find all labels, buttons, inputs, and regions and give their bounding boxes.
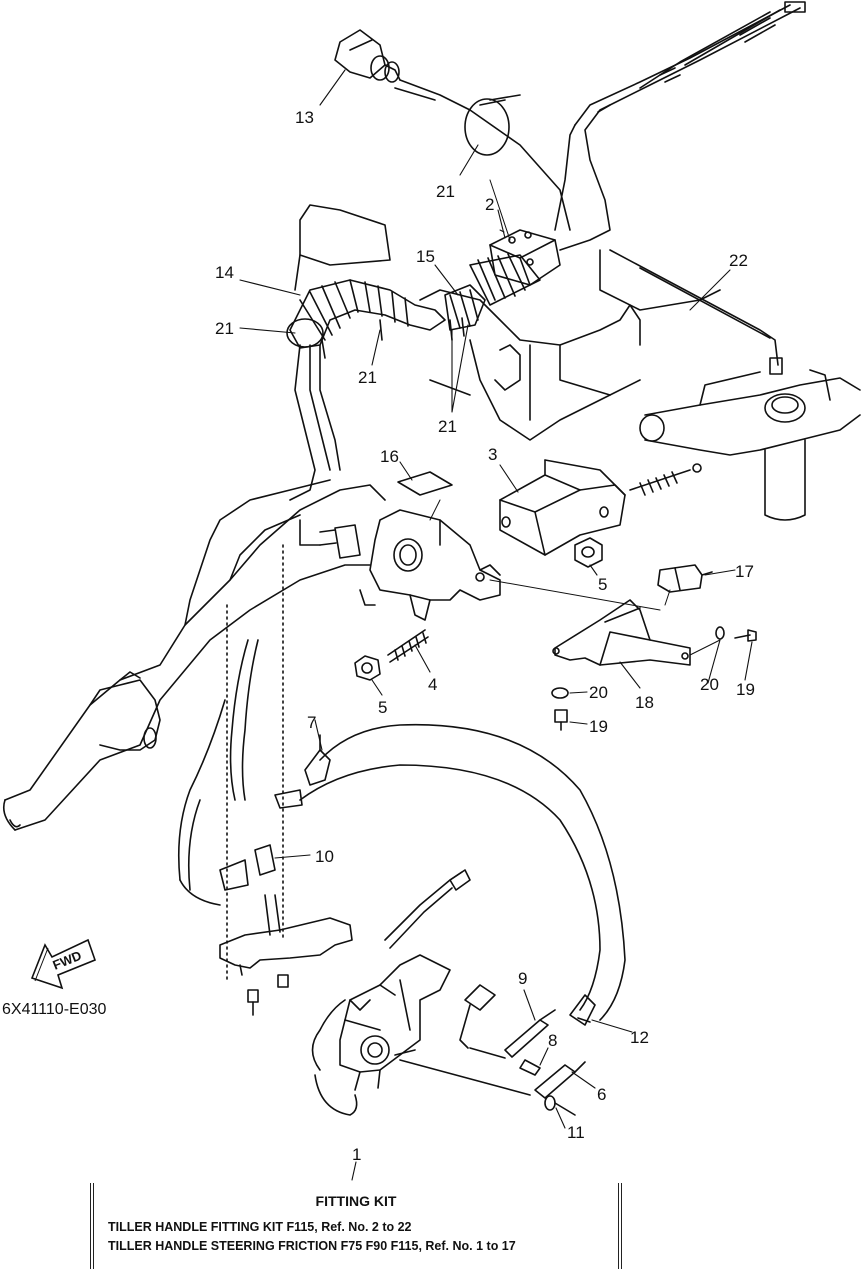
callout-leaders bbox=[239, 69, 753, 1181]
callout-17: 17 bbox=[735, 562, 754, 581]
remote-cables bbox=[554, 1, 806, 251]
callout-10: 10 bbox=[315, 847, 334, 866]
screws-lower-left bbox=[247, 974, 289, 1016]
callout-4: 4 bbox=[428, 675, 437, 694]
callout-8: 8 bbox=[548, 1031, 557, 1050]
callout-21-right: 21 bbox=[438, 417, 457, 436]
callout-6: 6 bbox=[597, 1085, 606, 1104]
corrugated-tube-15 bbox=[444, 253, 541, 331]
callout-11: 11 bbox=[567, 1123, 585, 1142]
tiller-bracket bbox=[359, 509, 501, 621]
callout-numbers: 13 21 2 15 22 14 21 21 21 16 3 5 17 4 5 … bbox=[215, 108, 755, 1164]
joint-6 bbox=[399, 1059, 586, 1099]
callout-21-left: 21 bbox=[215, 319, 234, 338]
clamps-21 bbox=[321, 317, 465, 359]
leader-lines bbox=[429, 179, 721, 656]
callout-15: 15 bbox=[416, 247, 435, 266]
fwd-label: FWD bbox=[51, 948, 84, 973]
callout-22: 22 bbox=[729, 251, 748, 270]
callout-21-mid: 21 bbox=[358, 368, 377, 387]
callout-5-upper: 5 bbox=[598, 575, 607, 594]
tiller-connector bbox=[319, 524, 361, 559]
friction-block-3 bbox=[499, 459, 626, 556]
callout-12: 12 bbox=[630, 1028, 649, 1047]
mount-plate bbox=[219, 894, 353, 976]
callout-16: 16 bbox=[380, 447, 399, 466]
bolt-4 bbox=[387, 629, 429, 663]
callout-21-top: 21 bbox=[436, 182, 455, 201]
callout-14: 14 bbox=[215, 263, 234, 282]
corrugated-tube-14 bbox=[286, 279, 446, 349]
clip-8 bbox=[519, 1059, 541, 1076]
pad-16 bbox=[397, 471, 453, 496]
dotted-pins bbox=[226, 544, 284, 981]
part-17 bbox=[657, 564, 713, 593]
callout-3: 3 bbox=[488, 445, 497, 464]
fitting-kit-box: FITTING KIT TILLER HANDLE FITTING KIT F1… bbox=[90, 1183, 622, 1269]
wire-22 bbox=[609, 249, 783, 375]
washer-20-right bbox=[715, 626, 725, 640]
drawing-id: 6X41110-E030 bbox=[2, 1001, 107, 1018]
callout-13: 13 bbox=[295, 108, 314, 127]
gear-segment bbox=[459, 984, 496, 1049]
junction-block-2 bbox=[489, 229, 561, 286]
nut-5-upper bbox=[574, 537, 603, 568]
plate-18 bbox=[552, 599, 691, 666]
callout-9: 9 bbox=[518, 969, 527, 988]
clip-10 bbox=[219, 844, 276, 891]
nut-5-lower bbox=[354, 655, 381, 681]
throttle-mechanism bbox=[339, 954, 451, 1091]
callout-20-left: 20 bbox=[589, 683, 608, 702]
callout-1: 1 bbox=[352, 1145, 361, 1164]
callout-19-right: 19 bbox=[736, 680, 755, 699]
callout-20-right: 20 bbox=[700, 675, 719, 694]
tiller-handle bbox=[2, 479, 386, 831]
callout-7: 7 bbox=[307, 713, 316, 732]
clip-12 bbox=[569, 994, 596, 1026]
connector-13 bbox=[334, 29, 471, 111]
kit-title: FITTING KIT bbox=[315, 1193, 397, 1209]
callout-18: 18 bbox=[635, 693, 654, 712]
throttle-link-cable bbox=[311, 869, 471, 1116]
threaded-stud bbox=[629, 463, 702, 496]
screw-19-right bbox=[734, 629, 757, 642]
cable-tie-21-top bbox=[464, 94, 521, 156]
callout-5-lower: 5 bbox=[378, 698, 387, 717]
steering-link bbox=[639, 369, 861, 521]
callout-2: 2 bbox=[485, 195, 494, 214]
pin-11 bbox=[544, 1095, 576, 1116]
forward-arrow-icon: FWD bbox=[30, 938, 97, 990]
rod-9 bbox=[469, 1009, 556, 1059]
callout-19-left: 19 bbox=[589, 717, 608, 736]
screw-19-left bbox=[554, 709, 568, 731]
swivel-bracket-outline bbox=[294, 204, 721, 441]
wire-harness bbox=[289, 109, 571, 546]
kit-line-1: TILLER HANDLE FITTING KIT F115, Ref. No.… bbox=[108, 1220, 412, 1234]
throttle-cable bbox=[177, 639, 626, 1021]
washer-20-left bbox=[551, 687, 569, 699]
kit-line-2: TILLER HANDLE STEERING FRICTION F75 F90 … bbox=[108, 1239, 516, 1253]
